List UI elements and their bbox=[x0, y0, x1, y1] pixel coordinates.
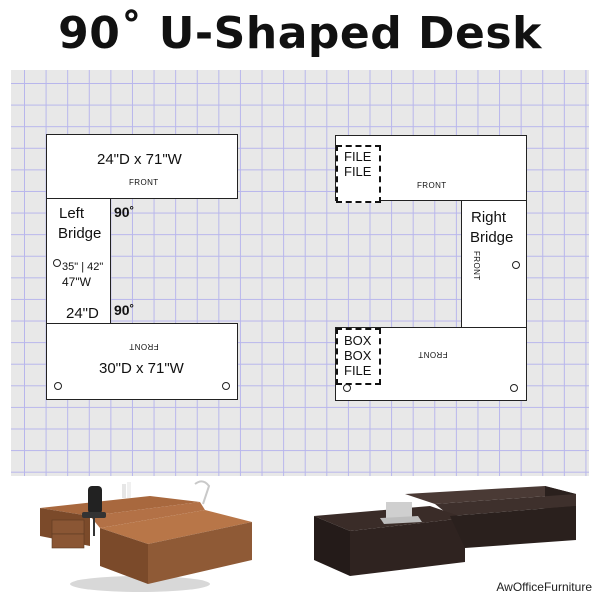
right-bridge-front: FRONT bbox=[472, 251, 481, 281]
left-bridge-label-1: Left bbox=[59, 205, 85, 222]
file-pedestal-top: FILE FILE bbox=[336, 145, 381, 203]
floor-plan-grid: 24"D x 71"W FRONT Left Bridge 35" | 42" … bbox=[11, 70, 589, 476]
left-top-desk-size: 24"D x 71"W bbox=[97, 151, 182, 168]
left-bottom-grommet-left bbox=[54, 382, 62, 390]
right-bottom-desk-front: FRONT bbox=[418, 350, 448, 359]
left-bottom-desk: FRONT 30"D x 71"W bbox=[46, 323, 238, 400]
right-bridge: Right Bridge FRONT bbox=[461, 200, 527, 328]
box-file-pedestal: BOX BOX FILE bbox=[336, 328, 381, 385]
file-drawer-label-1: FILE bbox=[344, 149, 372, 164]
left-bridge-size-a: 35" | 42" bbox=[62, 261, 104, 273]
left-top-desk-front: FRONT bbox=[129, 178, 159, 187]
angle-top-label: 90˚ bbox=[114, 204, 135, 220]
walnut-desk-photo bbox=[40, 480, 252, 592]
box-drawer-label-2: BOX bbox=[344, 348, 372, 363]
left-bridge-size-b: 47"W bbox=[62, 275, 91, 289]
left-bottom-desk-size: 30"D x 71"W bbox=[99, 360, 184, 377]
box-drawer-label-1: BOX bbox=[344, 333, 372, 348]
file-drawer-label-2: FILE bbox=[344, 164, 372, 179]
espresso-desk-photo bbox=[314, 486, 576, 576]
right-bottom-desk: BOX BOX FILE FRONT bbox=[335, 327, 527, 401]
brand-watermark: AwOfficeFurniture bbox=[496, 580, 592, 594]
left-bridge-depth: 24"D bbox=[66, 305, 99, 322]
right-bridge-grommet bbox=[512, 261, 520, 269]
right-top-desk: FILE FILE FRONT bbox=[335, 135, 527, 203]
left-bridge: Left Bridge 35" | 42" 47"W 24"D bbox=[46, 198, 111, 324]
left-bottom-desk-front: FRONT bbox=[129, 342, 159, 351]
right-bridge-label-1: Right bbox=[471, 209, 507, 226]
left-top-desk: 24"D x 71"W FRONT bbox=[46, 134, 238, 199]
left-bridge-label-2: Bridge bbox=[58, 225, 102, 242]
right-top-desk-front: FRONT bbox=[417, 181, 447, 190]
file-drawer-label-3: FILE bbox=[344, 363, 372, 378]
right-bottom-grommet-right bbox=[510, 384, 518, 392]
left-bottom-grommet-right bbox=[222, 382, 230, 390]
angle-bottom-label: 90˚ bbox=[114, 302, 135, 318]
right-bridge-label-2: Bridge bbox=[470, 229, 514, 246]
right-bottom-grommet-left bbox=[343, 384, 351, 392]
page-title: 90˚ U-Shaped Desk bbox=[58, 8, 542, 59]
left-bridge-grommet bbox=[53, 259, 61, 267]
